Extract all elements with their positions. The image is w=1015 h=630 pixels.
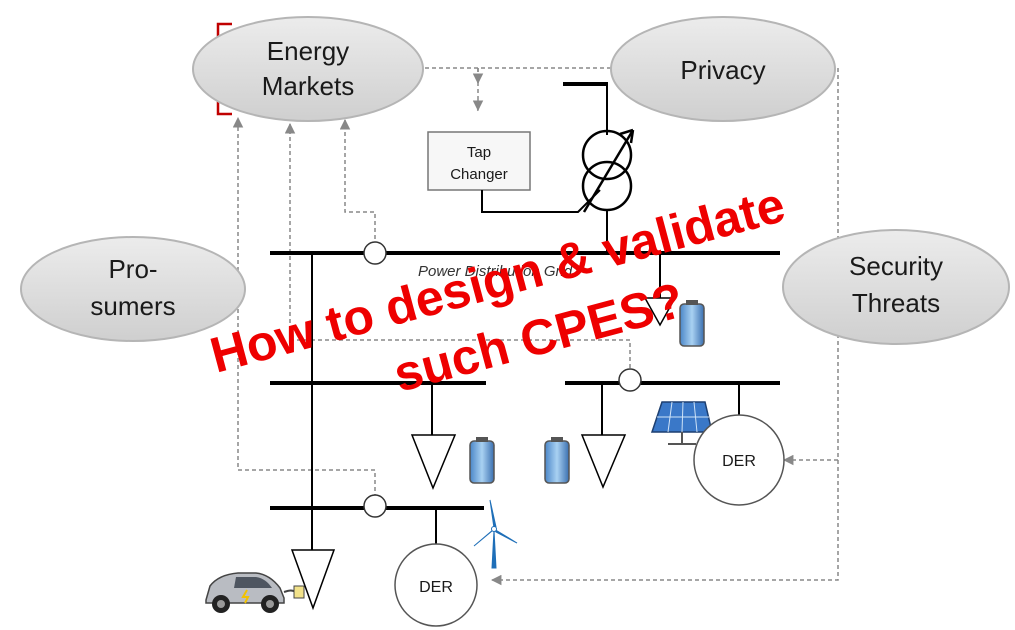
prosumers-line1: Pro- <box>108 254 157 284</box>
prosumers-line2: sumers <box>90 291 175 321</box>
security-threats-line1: Security <box>849 251 943 281</box>
measurement-circle-icon <box>363 241 387 265</box>
grid-label: Power Distribution Grid <box>418 263 573 280</box>
battery-icon <box>469 437 495 484</box>
battery-icon <box>679 300 705 347</box>
tap-changer-line2: Changer <box>450 166 508 183</box>
electric-car-icon <box>205 572 305 613</box>
load-triangle-icon <box>290 549 336 611</box>
tap-changer-control-line <box>481 189 601 213</box>
load-triangle-icon <box>643 297 677 327</box>
battery-icon <box>544 437 570 484</box>
node-security-threats: Security Threats <box>782 229 1010 345</box>
node-energy-markets: Energy Markets <box>192 16 424 122</box>
tap-changer-box: Tap Changer <box>427 131 531 191</box>
security-threats-line2: Threats <box>852 288 940 318</box>
node-privacy: Privacy <box>610 16 836 122</box>
measurement-circle-icon <box>363 494 387 518</box>
tap-changer-line1: Tap <box>467 144 491 161</box>
load-triangle-icon <box>410 434 457 490</box>
der2-label: DER <box>419 579 453 596</box>
wind-turbine-icon <box>473 499 518 569</box>
node-prosumers: Pro- sumers <box>20 236 246 342</box>
der-generator-1: DER <box>693 414 785 506</box>
der-generator-2: DER <box>394 543 478 627</box>
privacy-label: Privacy <box>680 55 765 85</box>
der1-label: DER <box>722 453 756 470</box>
load-triangle-icon <box>580 434 627 489</box>
energy-markets-line2: Markets <box>262 71 354 101</box>
question-overlay: How to design & validate such CPES? <box>204 176 790 402</box>
energy-markets-line1: Energy <box>267 36 349 66</box>
measurement-circle-icon <box>618 368 642 392</box>
